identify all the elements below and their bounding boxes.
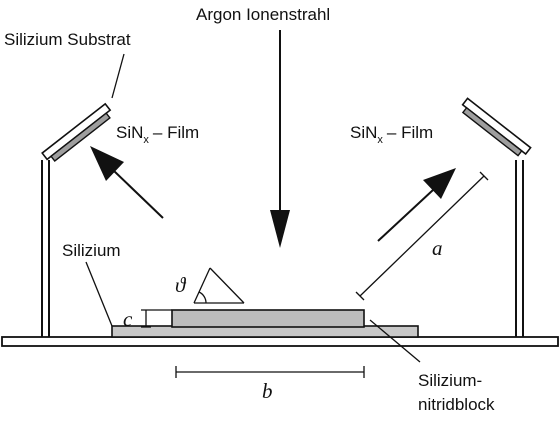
dimension-a <box>355 171 489 301</box>
right-holder <box>461 97 532 337</box>
block-leader-line <box>369 319 421 363</box>
film-left-sub: x <box>143 134 149 146</box>
substrate-label: Silizium Substrat <box>4 30 131 49</box>
block-label-line2: nitridblock <box>418 395 495 414</box>
silicon-label: Silizium <box>62 241 121 260</box>
film-right-sub: x <box>377 134 383 146</box>
right-sputter-arrowhead <box>423 168 456 199</box>
film-left-main: SiN <box>116 123 143 142</box>
left-sputter-arrowhead <box>90 146 124 181</box>
angle-theta <box>193 267 245 304</box>
film-left-label: SiNx – Film <box>116 123 199 146</box>
right-sputter-arrow <box>377 189 434 242</box>
silicon-nitride-block <box>171 309 365 328</box>
var-a-label: a <box>432 236 443 260</box>
dimension-b <box>175 366 365 378</box>
dimension-c <box>141 309 172 328</box>
film-left-suffix: – Film <box>153 123 199 142</box>
ion-beam-arrowhead <box>270 210 290 248</box>
var-b-label: b <box>262 379 273 403</box>
beam-label: Argon Ionenstrahl <box>196 5 330 24</box>
right-film-layer <box>461 106 523 157</box>
var-c-label: c <box>123 307 133 331</box>
right-substrate-plate <box>461 97 532 156</box>
left-sputter-arrow <box>112 169 164 219</box>
left-holder <box>41 102 112 337</box>
film-right-label: SiNx – Film <box>350 123 433 146</box>
film-right-suffix: – Film <box>387 123 433 142</box>
var-theta-label: ϑ <box>175 273 187 297</box>
film-right-main: SiN <box>350 123 377 142</box>
base-plate <box>1 336 559 347</box>
substrate-leader-line <box>111 53 125 99</box>
silicon-leader-line <box>85 261 113 327</box>
block-label-line1: Silizium- <box>418 371 482 390</box>
left-film-layer <box>50 112 111 163</box>
